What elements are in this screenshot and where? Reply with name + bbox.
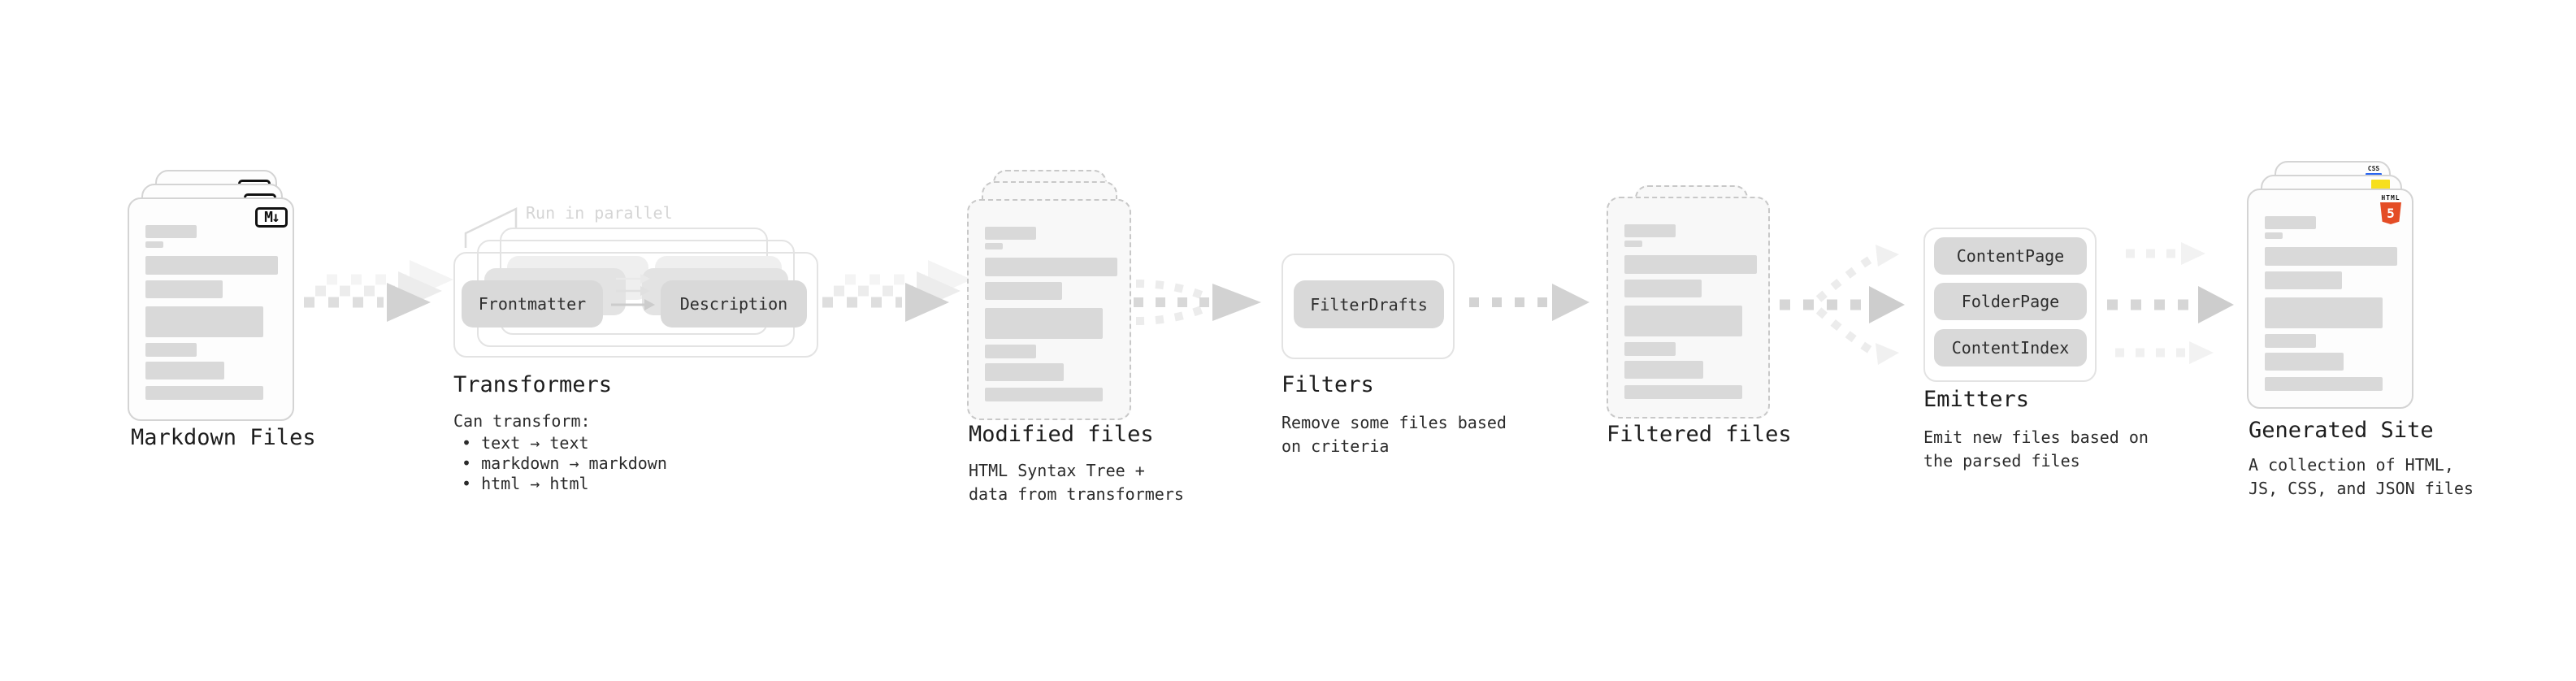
doc-text-bar [1624,241,1642,247]
bullet-item: • html → html [462,474,589,493]
doc-text-bar [145,343,197,357]
transformer-run-box-front [453,252,818,358]
emitter-node-folderpage: FolderPage [1934,283,2087,320]
modified-file-card-front [967,199,1131,420]
doc-text-bar [145,362,224,380]
generated-file-card-html: HTML 5 [2247,189,2413,409]
filter-node-filterdrafts: FilterDrafts [1294,280,1444,328]
filtered-file-card-front [1607,197,1770,419]
transformers-title: Transformers [453,372,613,397]
javascript-icon [2371,180,2390,189]
doc-text-bar [145,241,163,248]
modified-files-label: Modified files [969,422,1154,447]
doc-text-bar [1624,342,1676,356]
doc-text-bar [985,363,1064,381]
doc-text-bar [1624,224,1676,237]
doc-text-bar [1624,255,1757,274]
doc-text-bar [985,282,1062,300]
doc-text-bar [1624,280,1702,297]
doc-text-bar [985,345,1036,358]
arrow-modified-to-filters [1134,280,1261,325]
doc-text-bar [2265,232,2283,239]
doc-text-bar [145,280,223,298]
emitters-desc: Emit new files based on the parsed files [1923,427,2149,471]
filtered-files-label: Filtered files [1607,422,1792,447]
doc-text-bar [985,227,1036,240]
markdown-file-card-front: M↓ [128,197,294,421]
html5-shield: 5 [2380,202,2401,224]
transformers-bullet-list: • text → text • markdown → markdown • ht… [462,433,667,494]
arrow-emitters-to-generated [2107,242,2234,364]
emitters-title: Emitters [1923,387,2030,412]
doc-text-bar [2265,271,2342,289]
generated-site-desc: A collection of HTML, JS, CSS, and JSON … [2249,455,2474,498]
doc-text-bar [145,225,197,238]
doc-text-bar [1624,306,1742,336]
filters-desc: Remove some files based on criteria [1281,413,1507,456]
markdown-files-label: Markdown Files [131,425,316,450]
doc-text-bar [2265,247,2397,266]
doc-text-bar [2265,334,2316,348]
annotation-leader-line [464,207,518,248]
arrow-transformers-to-modified [822,260,972,322]
doc-text-bar [2265,353,2344,371]
emitter-node-contentpage: ContentPage [1934,237,2087,275]
doc-text-bar [145,386,263,400]
doc-text-bar [985,388,1103,401]
run-in-parallel-annotation: Run in parallel [526,203,673,223]
doc-text-bar [1624,385,1742,399]
parallel-arrows-icon [611,274,655,310]
filters-title: Filters [1281,372,1374,397]
doc-text-bar [145,306,263,337]
bullet-item: • text → text [462,433,589,453]
doc-text-bar [985,308,1103,339]
html5-icon: HTML 5 [2379,194,2402,224]
bullet-item: • markdown → markdown [462,453,667,473]
arrow-filters-to-filtered [1469,284,1589,321]
doc-text-bar [145,256,278,275]
doc-text-bar [2265,297,2383,328]
generated-site-label: Generated Site [2249,418,2434,443]
doc-text-bar [985,258,1117,276]
markdown-icon: M↓ [255,207,288,228]
transformers-intro: Can transform: [453,411,591,431]
doc-text-bar [2265,216,2316,229]
doc-text-bar [985,243,1003,249]
transformer-node-description: Description [661,280,807,327]
arrow-filtered-to-emitters [1780,245,1905,365]
doc-text-bar [1624,361,1703,379]
doc-text-bar [2265,377,2383,391]
transformer-node-frontmatter: Frontmatter [462,280,603,327]
emitter-node-contentindex: ContentIndex [1934,329,2087,367]
modified-files-desc: HTML Syntax Tree + data from transformer… [969,461,1184,504]
arrow-markdown-to-transformers [304,260,453,322]
